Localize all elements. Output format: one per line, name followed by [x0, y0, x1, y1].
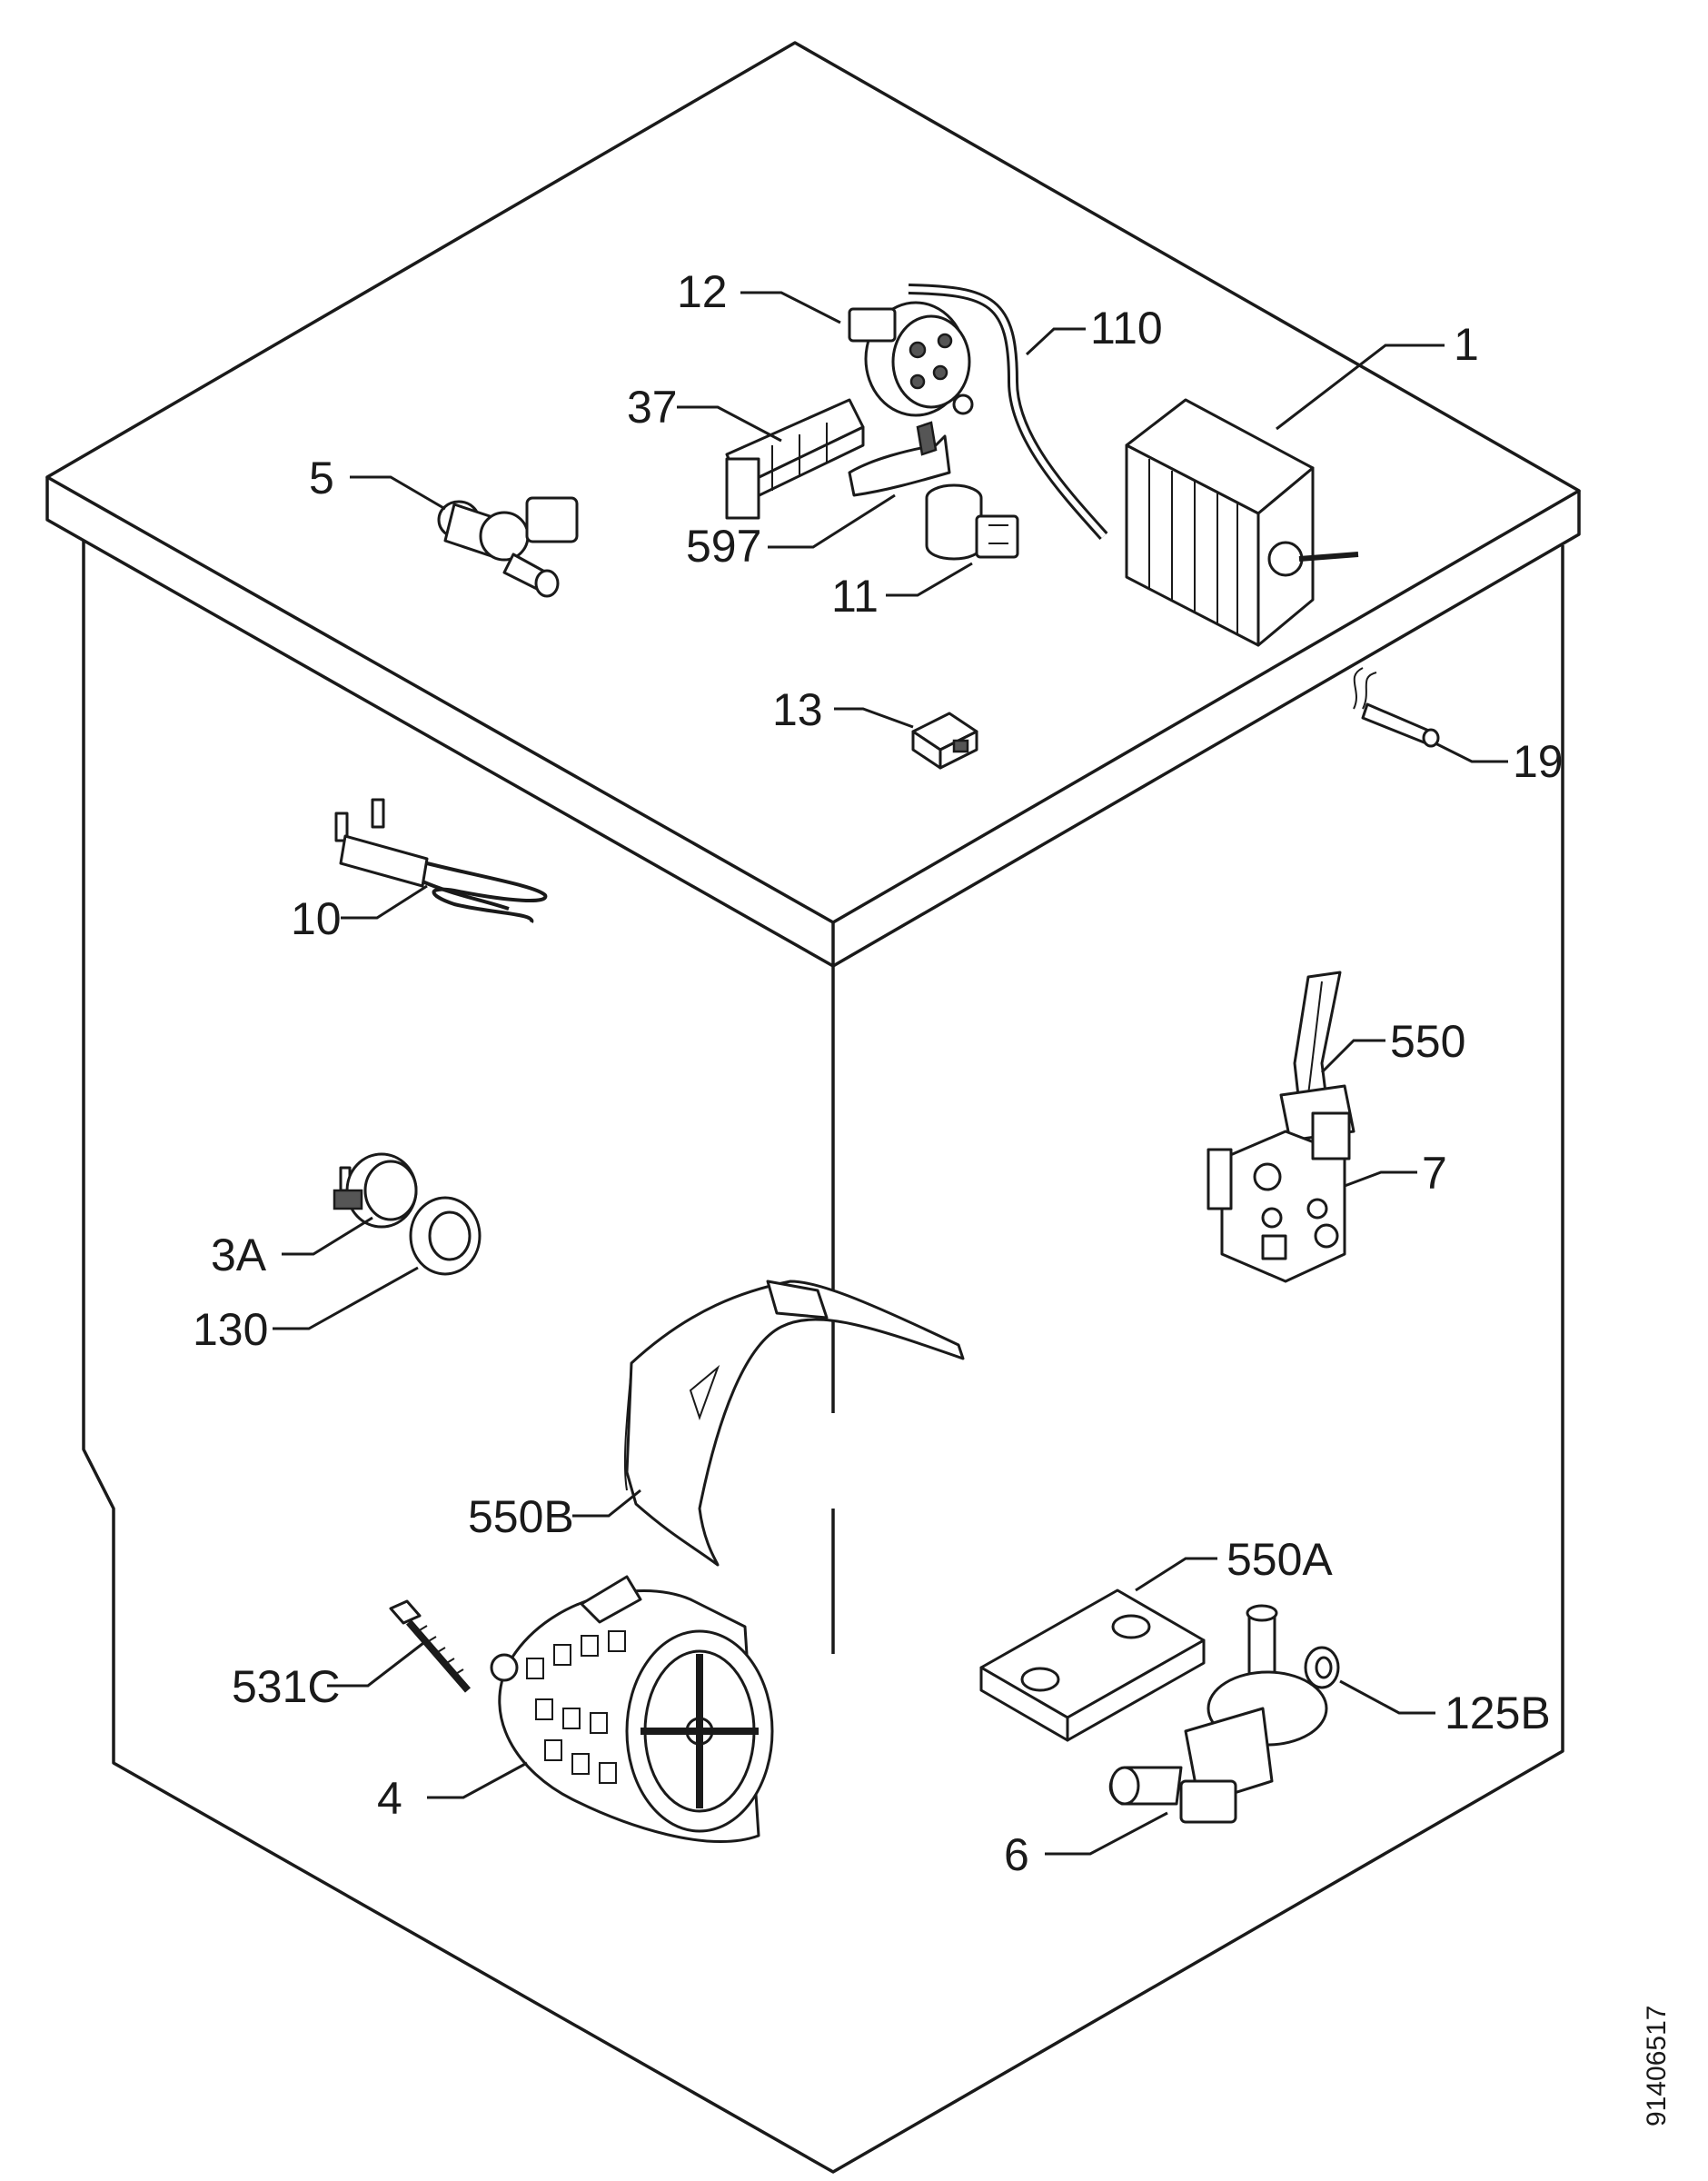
label-part-550a: 550A: [1226, 1534, 1333, 1585]
thermostat-part-3a: [333, 1152, 418, 1229]
label-part-531c: 531C: [232, 1661, 341, 1712]
label-part-10: 10: [291, 893, 342, 944]
sensor-part-19: [1353, 667, 1440, 748]
label-part-13: 13: [772, 684, 823, 735]
label-part-550b: 550B: [468, 1491, 574, 1542]
label-part-5: 5: [309, 453, 334, 503]
clamp-part-597: [848, 421, 951, 497]
seal-part-130: [409, 1196, 482, 1276]
label-part-37: 37: [627, 382, 678, 433]
label-part-3a: 3A: [211, 1230, 267, 1280]
label-part-19: 19: [1513, 736, 1564, 787]
label-part-110: 110: [1090, 303, 1163, 354]
cover-part-550a: [979, 1588, 1206, 1742]
label-part-550: 550: [1390, 1016, 1465, 1067]
capacitor-part-11: [925, 483, 1019, 561]
door-interlock-part-7: [1207, 1084, 1355, 1283]
label-part-6: 6: [1004, 1829, 1029, 1880]
connector-part-13: [911, 712, 978, 770]
label-part-11: 11: [831, 571, 879, 622]
cabinet-outline: [45, 41, 1581, 2174]
heating-element-part-10: [334, 798, 548, 923]
cover-part-550b: [623, 1280, 965, 1567]
pressure-switch-part-12: [848, 301, 974, 417]
door-lever-part-550: [1293, 971, 1342, 1106]
label-part-130: 130: [193, 1304, 268, 1355]
inlet-valve-part-5: [437, 496, 579, 598]
screw-part-531c: [389, 1599, 472, 1693]
label-part-12: 12: [677, 266, 728, 317]
wiring-bracket-part-37: [725, 398, 865, 520]
programme-timer-part-1: [1125, 398, 1359, 647]
label-part-125b: 125B: [1445, 1688, 1551, 1738]
label-part-597: 597: [686, 521, 761, 572]
washer-part-125b: [1304, 1646, 1340, 1689]
drawing-number: 91406517: [1642, 2006, 1672, 2126]
drain-pump-part-6: [1108, 1604, 1328, 1824]
label-part-1: 1: [1454, 319, 1479, 370]
label-part-4: 4: [377, 1773, 402, 1824]
motor-part-4: [490, 1575, 774, 1843]
label-part-7: 7: [1422, 1148, 1447, 1199]
